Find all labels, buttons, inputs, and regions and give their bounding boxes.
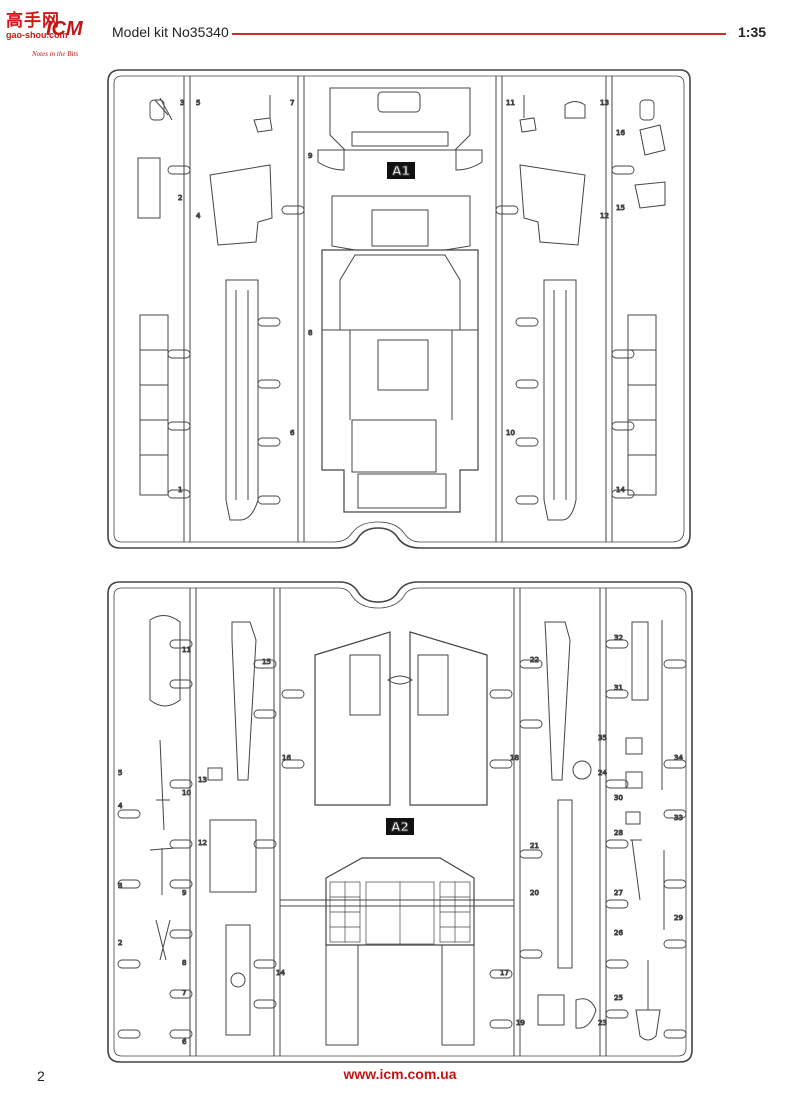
part-num: 16 [616, 129, 625, 137]
part-num: 12 [600, 212, 609, 220]
part-num: 27 [614, 889, 623, 897]
footer-url-text[interactable]: www.icm.com.ua [343, 1066, 457, 1082]
part-num: 10 [182, 789, 191, 797]
part-numbers-a2: 11 15 16 18 22 23 24 30 31 32 13 12 10 9… [118, 634, 684, 1047]
part-num: 19 [516, 1019, 525, 1027]
logo-cn-text: 高手网 [6, 11, 60, 31]
part-num: 22 [530, 656, 539, 664]
part-num: 7 [182, 989, 186, 997]
sprue-a1-label: A1 [392, 164, 410, 178]
brand-logo-text: ICM [46, 18, 83, 40]
part-num: 15 [616, 204, 625, 212]
part-num: 6 [290, 429, 295, 437]
part-num: 26 [614, 929, 623, 937]
brand-tagline: Notes in the Bits [32, 50, 79, 58]
part-num: 9 [308, 152, 312, 160]
part-num: 11 [506, 99, 515, 107]
part-num: 8 [308, 329, 312, 337]
part-num: 25 [614, 994, 623, 1002]
sprue-a2-label: A2 [391, 820, 409, 834]
part-num: 1 [178, 486, 182, 494]
header-rule [232, 33, 726, 35]
logo-url-text: gao-shou.com [6, 30, 68, 40]
part-num: 21 [530, 842, 539, 850]
part-num: 10 [506, 429, 515, 437]
site-logo: 高手网 gao-shou.com ICM Notes in the Bits [6, 6, 102, 66]
part-num: 6 [182, 1038, 187, 1046]
part-num: 35 [598, 734, 607, 742]
part-num: 13 [600, 99, 609, 107]
part-num: 18 [510, 754, 519, 762]
kit-title: Model kit No35340 [112, 24, 229, 40]
part-num: 31 [614, 684, 623, 692]
part-num: 30 [614, 794, 623, 802]
sprue-a1: A1 [107, 69, 691, 549]
part-numbers-a1: 3 5 7 11 13 16 12 15 2 4 9 8 6 10 14 1 [178, 99, 626, 495]
part-num: 32 [614, 634, 623, 642]
part-num: 3 [118, 882, 122, 890]
part-num: 3 [180, 99, 184, 107]
part-num: 23 [598, 1019, 607, 1027]
part-num: 34 [674, 754, 683, 762]
part-num: 15 [262, 658, 271, 666]
part-num: 13 [198, 776, 207, 784]
footer-url[interactable]: www.icm.com.ua [0, 1066, 800, 1082]
part-num: 16 [282, 754, 291, 762]
sprue-a2: A2 [107, 581, 693, 1063]
part-num: 33 [674, 814, 683, 822]
part-num: 8 [182, 959, 186, 967]
part-num: 5 [118, 769, 122, 777]
part-num: 17 [500, 969, 509, 977]
kit-scale: 1:35 [738, 24, 767, 40]
part-num: 4 [196, 212, 201, 220]
part-num: 11 [182, 646, 191, 654]
part-num: 14 [616, 486, 625, 494]
part-num: 5 [196, 99, 200, 107]
page-header: 高手网 gao-shou.com ICM Notes in the Bits M… [0, 0, 800, 70]
part-num: 20 [530, 889, 539, 897]
part-num: 12 [198, 839, 207, 847]
part-num: 2 [118, 939, 122, 947]
page-number: 2 [37, 1068, 45, 1084]
part-num: 4 [118, 802, 123, 810]
part-num: 14 [276, 969, 285, 977]
part-num: 24 [598, 769, 607, 777]
part-num: 28 [614, 829, 623, 837]
part-num: 9 [182, 889, 186, 897]
part-num: 7 [290, 99, 294, 107]
part-num: 29 [674, 914, 683, 922]
part-num: 2 [178, 194, 182, 202]
